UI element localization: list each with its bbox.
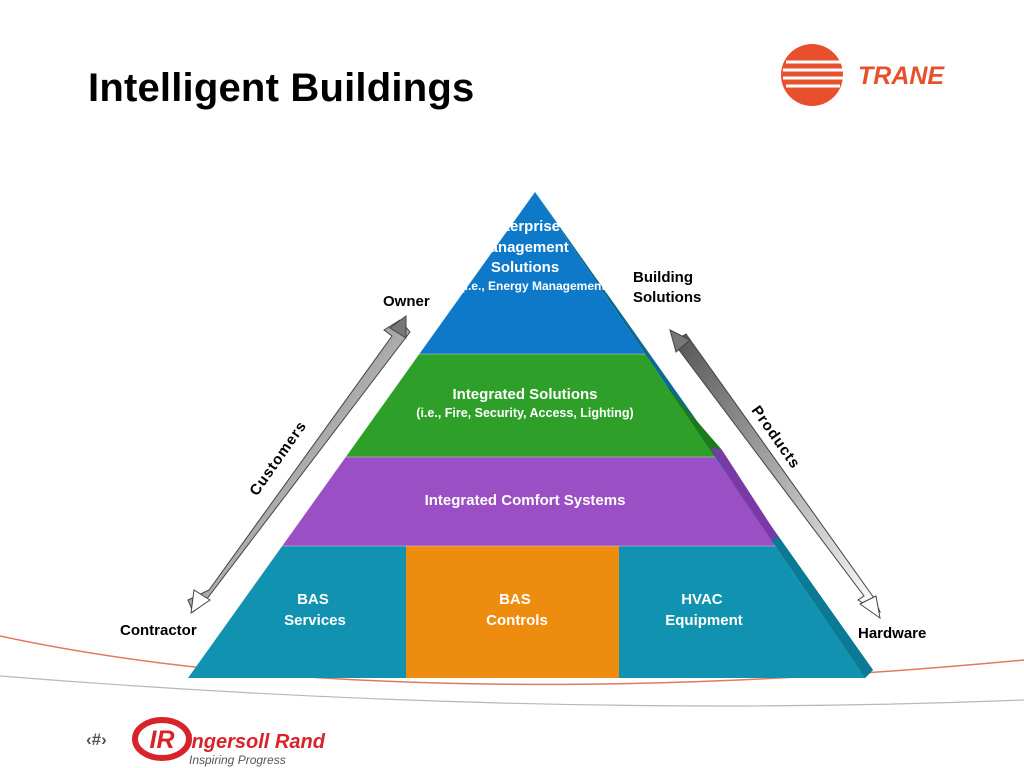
block-hvac-equipment-line-2: Equipment <box>665 612 743 629</box>
ir-company-name: Ingersoll Rand <box>186 731 326 753</box>
ir-mark: IR <box>150 726 175 754</box>
block-bas-services-line-1: BAS <box>297 591 329 608</box>
tier-enterprise-subtext: (i.e., Energy Management) <box>461 279 610 293</box>
arrow-head-up-right-icon <box>669 329 691 353</box>
arrow-head-down-right-icon <box>859 595 881 620</box>
block-bas-services-text: BAS Services <box>284 591 346 629</box>
block-bas-controls-text: BAS Controls <box>486 591 548 629</box>
customers-arrow-shape <box>187 319 411 613</box>
ir-ring-icon <box>132 717 192 761</box>
customers-double-arrow <box>187 315 411 615</box>
tier-integrated-solutions-subtext: (i.e., Fire, Security, Access, Lighting) <box>416 406 633 420</box>
tier-enterprise-text: Enterprise Management Solutions <box>477 218 573 276</box>
page-number: ‹#› <box>86 730 107 749</box>
block-hvac-equipment-text: HVAC Equipment <box>665 591 743 629</box>
arrow-head-up-icon <box>389 315 407 339</box>
hardware-label: Hardware <box>858 625 927 642</box>
tier-enterprise-line-1: Enterprise <box>486 218 560 235</box>
block-bas-controls-line-1: BAS <box>499 591 531 608</box>
tier-integrated-solutions-label: Integrated Solutions <box>452 386 597 403</box>
tier-base-side <box>771 538 873 678</box>
footer-swoosh-gray <box>0 675 1024 707</box>
slide-title: Intelligent Buildings <box>88 66 475 110</box>
trane-wordmark: TRANE <box>858 62 945 90</box>
block-bas-controls-line-2: Controls <box>486 612 548 629</box>
arrow-head-down-icon <box>190 589 211 615</box>
trane-logo: TRANE <box>781 44 945 106</box>
building-solutions-line-1: Building <box>633 269 693 286</box>
building-solutions-label: Building Solutions <box>633 268 701 308</box>
block-bas-services <box>188 546 406 678</box>
block-bas-controls <box>406 546 619 678</box>
building-solutions-line-2: Solutions <box>633 289 702 306</box>
contractor-label: Contractor <box>120 622 197 639</box>
trane-circle-icon <box>781 44 843 106</box>
ir-tagline: Inspiring Progress <box>189 753 286 767</box>
tier-purple-side <box>710 447 779 545</box>
tier-enterprise-line-2: Management <box>477 239 569 256</box>
products-double-arrow <box>669 329 881 620</box>
block-bas-services-line-2: Services <box>284 612 346 629</box>
tier-enterprise-line-3: Solutions <box>491 259 559 276</box>
owner-label: Owner <box>383 293 430 310</box>
tier-integrated-comfort-label: Integrated Comfort Systems <box>425 492 626 509</box>
customers-axis-label: Customers <box>246 418 310 499</box>
ingersoll-rand-logo: IR Ingersoll Rand Inspiring Progress <box>132 717 326 767</box>
block-hvac-equipment-line-1: HVAC <box>681 591 723 608</box>
